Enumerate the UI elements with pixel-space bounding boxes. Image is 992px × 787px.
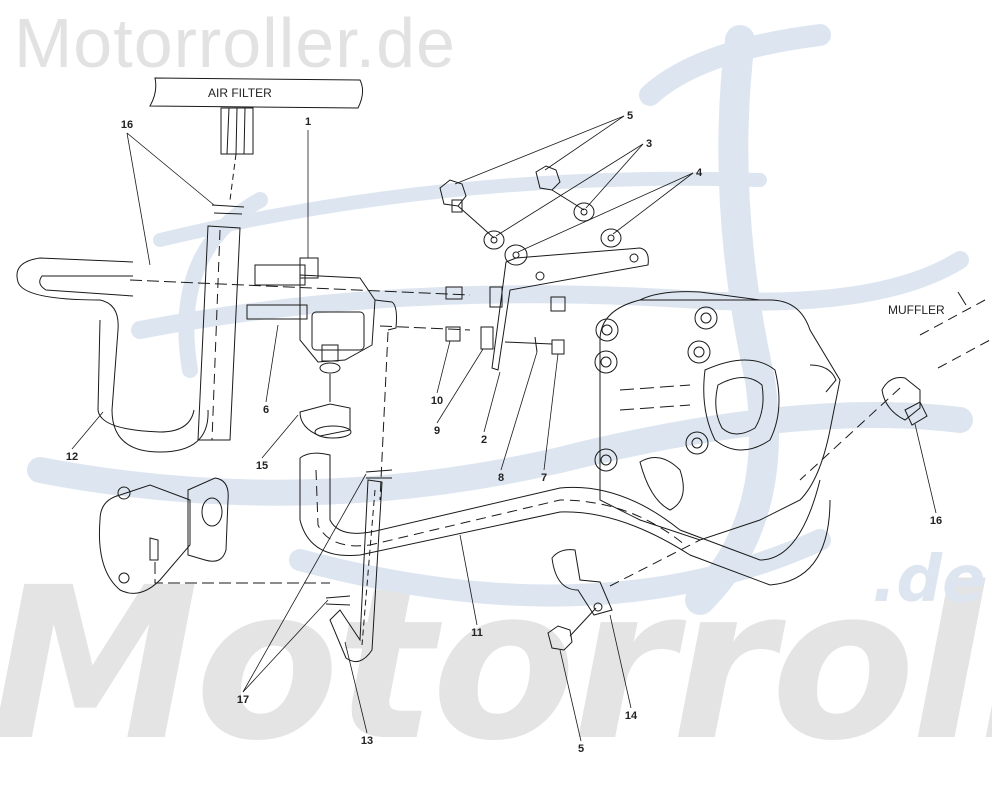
callout-3: 3 (645, 138, 653, 150)
callout-8: 8 (497, 472, 505, 484)
reed-valve-elbow (98, 477, 330, 594)
watermark-suffix: .de (872, 543, 986, 617)
callout-17: 17 (236, 694, 250, 706)
air-filter-label: AIR FILTER (208, 86, 272, 100)
callout-14: 14 (624, 710, 638, 722)
cylinder-head (594, 291, 841, 541)
callout-6: 6 (262, 404, 270, 416)
callout-11: 11 (471, 627, 483, 639)
callout-15: 15 (255, 460, 269, 472)
callout-2: 2 (480, 434, 488, 446)
callout-5-bottom: 5 (577, 743, 585, 755)
callout-16-right: 16 (929, 515, 943, 527)
air-filter-banner (149, 77, 364, 109)
callout-1: 1 (304, 116, 312, 128)
callout-13: 13 (360, 735, 374, 747)
callout-10: 10 (430, 395, 444, 407)
watermark-top: Motorroller.de (14, 4, 456, 82)
valve-assembly (246, 257, 397, 374)
muffler-label: MUFFLER (888, 303, 945, 317)
callout-7: 7 (540, 472, 548, 484)
logo-swoosh-watermark (27, 24, 973, 615)
callout-4: 4 (695, 167, 703, 179)
parts-drawing (16, 77, 991, 742)
callout-9: 9 (433, 425, 441, 437)
bolt-washer-set (439, 165, 622, 266)
callout-16-top: 16 (120, 119, 134, 131)
callout-5-top: 5 (626, 110, 634, 122)
callout-12: 12 (65, 451, 79, 463)
